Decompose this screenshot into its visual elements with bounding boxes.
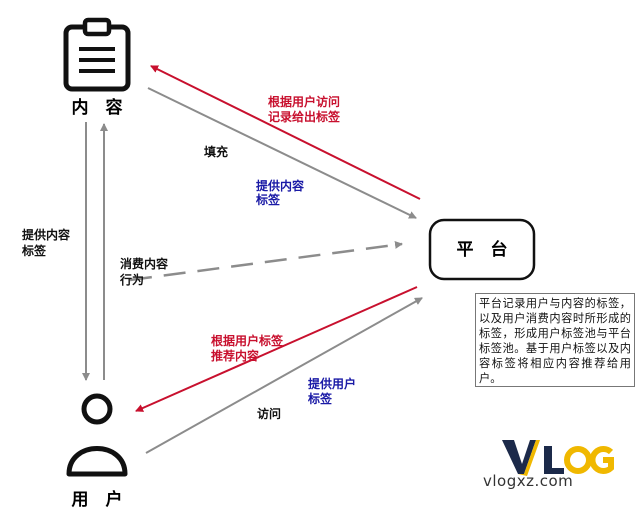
label-platform-to-user-1: 根据用户标签 — [211, 333, 284, 348]
label-content-provide-tags-1: 提供内容 — [256, 178, 304, 193]
arrow-consumption-dashed — [129, 240, 403, 282]
arrow-platform-to-user — [135, 286, 418, 412]
label-platform-to-content-2: 记录给出标签 — [268, 109, 341, 124]
label-content-to-user-1: 提供内容 — [22, 227, 70, 242]
label-content-to-user-2: 标签 — [21, 243, 47, 258]
label-visit: 访问 — [257, 406, 281, 421]
label-content-provide-tags-2: 标签 — [255, 192, 281, 207]
arrow-content-to-platform — [147, 87, 417, 219]
label-user-provide-tags-1: 提供用户 — [308, 376, 356, 391]
arrow-user-to-platform — [145, 297, 423, 454]
label-user-provide-tags-2: 标签 — [307, 391, 333, 406]
clipboard-icon — [63, 17, 131, 92]
label-platform-to-user-2: 推荐内容 — [211, 348, 259, 363]
label-fill: 填充 — [204, 144, 228, 159]
user-node-label: 用 户 — [72, 489, 123, 509]
label-platform-to-content-1: 根据用户访问 — [268, 94, 340, 109]
label-consumption-1: 消费内容 — [120, 256, 168, 271]
label-consumption-2: 行为 — [119, 272, 144, 287]
platform-note-box: 平台记录用户与内容的标签，以及用户消费内容时所形成的标签，形成用户标签池与平台标… — [475, 293, 635, 387]
watermark-url: vlogxz.com — [483, 472, 574, 490]
arrow-platform-to-content — [150, 65, 421, 200]
vlog-logo — [502, 440, 614, 476]
platform-node — [428, 218, 536, 281]
user-icon — [66, 393, 128, 477]
platform-node-label: 平 台 — [457, 239, 508, 260]
content-node-label: 内 容 — [72, 97, 123, 118]
